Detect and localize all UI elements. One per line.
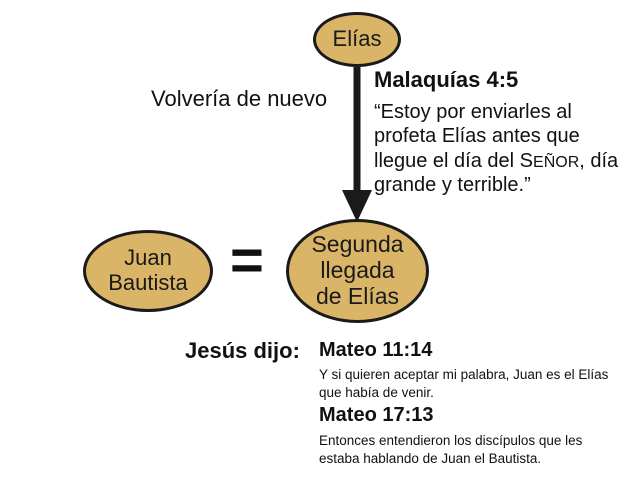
arrow-label: Volvería de nuevo [151,86,328,111]
equals-sign: = [230,228,264,293]
mateo-17-title: Mateo 17:13 [319,404,434,426]
node-juan-line-2: Bautista [108,270,188,295]
node-segunda-line-3: de Elías [315,282,400,309]
node-elias-label: Elías [332,26,382,52]
malaquias-quote: “Estoy por enviarles al profeta Elías an… [374,100,636,198]
node-elias: Elías [313,12,401,67]
node-segunda-line-2: llegada [320,257,395,284]
node-juan-line-1: Juan [124,245,172,271]
node-juan-bautista: Juan Bautista [83,230,213,312]
node-segunda-line-1: Segunda [311,231,404,258]
malaquias-title: Malaquías 4:5 [374,67,519,92]
malaquias-quote-part-1: “Estoy por enviarles al profeta Elías an… [374,101,580,172]
jesus-dijo-label: Jesús dijo: [185,338,300,363]
malaquias-quote-part-2: , día grande y terrible.” [374,149,619,197]
mateo-11-text: Y si quieren aceptar mi palabra, Juan es… [319,367,609,400]
node-segunda-llegada: Segunda llegada de Elías [286,219,429,323]
mateo-17-text: Entonces entendieron los discípulos que … [319,433,583,466]
malaquias-quote-smallcaps: EÑOR [533,153,580,171]
mateo-11-title: Mateo 11:14 [319,339,433,361]
